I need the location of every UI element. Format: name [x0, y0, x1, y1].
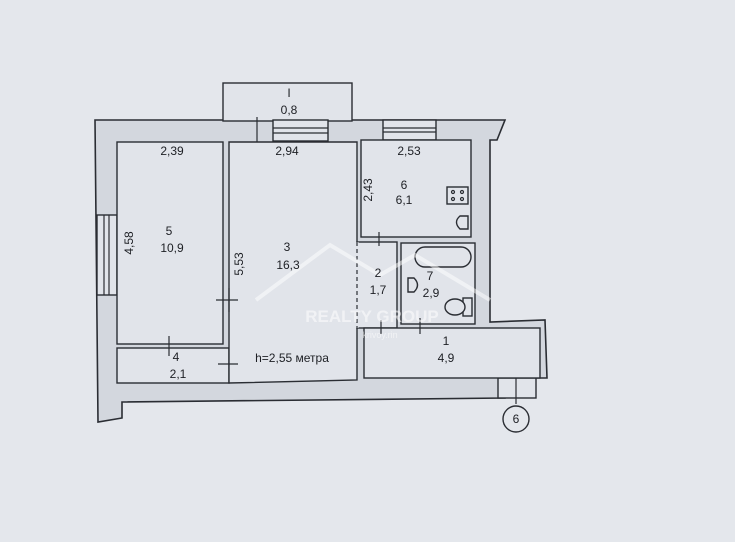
room-4 — [116, 347, 230, 384]
room-number: 2 — [375, 266, 382, 280]
room-number: 3 — [284, 240, 291, 254]
window-top-2 — [382, 119, 437, 141]
washbasin-icon — [407, 277, 419, 293]
room-area: 16,3 — [276, 258, 300, 272]
room-5 — [116, 141, 224, 345]
room-area: 2,1 — [170, 367, 187, 381]
room-number: 7 — [427, 269, 434, 283]
toilet-icon — [444, 297, 473, 317]
room-number: 6 — [401, 178, 408, 192]
room-number: 1 — [443, 334, 450, 348]
watermark-site: krivoy.rin — [362, 330, 397, 340]
balcony — [222, 82, 353, 122]
window-top-1 — [272, 119, 329, 142]
apartment-marker: 6 — [502, 405, 530, 433]
room-area: 1,7 — [370, 283, 387, 297]
stove-icon — [446, 186, 469, 205]
apartment-number: 6 — [513, 412, 520, 426]
watermark-logo: REALTY GROUP krivoy.rin — [254, 242, 492, 340]
dimension: 2,53 — [397, 144, 421, 158]
dimension: 2,94 — [275, 144, 299, 158]
window-left — [96, 214, 118, 296]
bathtub-icon — [414, 246, 472, 268]
room-number: 5 — [166, 224, 173, 238]
room-number: 4 — [173, 350, 180, 364]
room-area: 4,9 — [438, 351, 455, 365]
dimension: 2,43 — [361, 178, 375, 202]
room-area: 0,8 — [281, 103, 298, 117]
watermark-brand: REALTY GROUP — [305, 307, 439, 326]
room-labels: I 0,8 5 10,9 3 16,3 6 6,1 2 1,7 7 2,9 4 … — [122, 86, 455, 381]
dimension: 4,58 — [122, 231, 136, 255]
sink-icon — [455, 215, 469, 230]
room-area: 2,9 — [423, 286, 440, 300]
room-area: 10,9 — [160, 241, 184, 255]
door-ticks — [168, 232, 421, 365]
room-1 — [363, 327, 541, 379]
room-area: 6,1 — [396, 193, 413, 207]
dimension: 2,39 — [160, 144, 184, 158]
room-6 — [360, 139, 472, 238]
room-number: I — [287, 86, 290, 100]
ceiling-height: h=2,55 метра — [255, 351, 329, 365]
dimension: 5,53 — [232, 252, 246, 276]
